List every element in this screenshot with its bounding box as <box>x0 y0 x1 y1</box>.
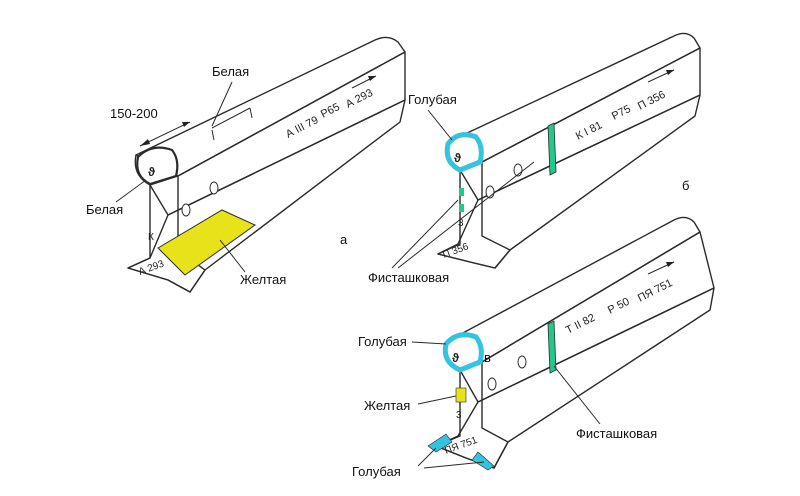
rail-b-web-digit: 3 <box>458 218 464 229</box>
rail-b-label-head: Голубая <box>408 92 457 107</box>
rail-c-mark-2: Р 50 <box>606 296 632 317</box>
rail-c: ϑ Т II 82 Р 50 ПЯ 751 3 ПЯ 751 Голубая Ж… <box>352 216 715 479</box>
rail-c-label-web: Желтая <box>364 398 410 413</box>
rail-c-mark-1: Т II 82 <box>564 312 597 337</box>
rail-b: ϑ К I 81 Р75 П 356 3 П 356 Голубая Фиста… <box>368 32 701 285</box>
rail-a-mark-2: Р65 <box>319 101 342 121</box>
rail-a-label-top: Белая <box>212 64 249 79</box>
rail-c-label-head: Голубая <box>358 334 407 349</box>
rail-b-pistachio-band <box>547 122 557 176</box>
rail-a-label-head: Белая <box>86 202 123 217</box>
rail-a-letter: а <box>340 232 348 247</box>
rail-c-yellow-web-mark <box>455 387 467 403</box>
rail-b-letter: б <box>682 178 689 193</box>
rail-c-label-right: Фисташковая <box>576 426 657 441</box>
rail-b-pistachio-web-mark-2 <box>459 204 464 212</box>
rail-a-label-bottom: Желтая <box>240 272 286 287</box>
rail-b-mark-2: Р75 <box>610 103 633 123</box>
rail-a-label-dimension: 150-200 <box>110 106 158 121</box>
rail-b-pistachio-web-mark-1 <box>459 188 464 196</box>
rail-a-web-letter: К <box>148 232 154 243</box>
rail-c-letter: в <box>484 350 491 365</box>
rail-c-label-bottom: Голубая <box>352 464 401 479</box>
rail-c-head-end-blue <box>442 332 484 373</box>
rail-a-mark-3: А 293 <box>344 87 375 111</box>
svg-text:ϑ: ϑ <box>452 351 459 365</box>
rail-c-blue-foot-mark-right <box>471 451 495 471</box>
rail-b-head-end-blue <box>444 132 484 173</box>
rail-c-mark-3: ПЯ 751 <box>636 277 675 305</box>
rail-a-yellow-foot-mark <box>157 209 256 276</box>
svg-text:ϑ: ϑ <box>148 165 155 179</box>
rail-c-web-digit: 3 <box>456 410 462 421</box>
rail-b-mark-3: П 356 <box>636 89 668 113</box>
rail-a: ϑ А III 79 Р65 А 293 К А 293 Белая 150-2… <box>86 36 406 293</box>
rail-a-head-end-white <box>136 146 179 186</box>
rail-a-mark-1: А III 79 <box>284 114 321 141</box>
rail-b-mark-1: К I 81 <box>574 119 604 142</box>
rail-c-pistachio-band <box>547 320 557 374</box>
rail-b-label-bottom: Фисташковая <box>368 270 449 285</box>
svg-text:ϑ: ϑ <box>454 151 461 165</box>
